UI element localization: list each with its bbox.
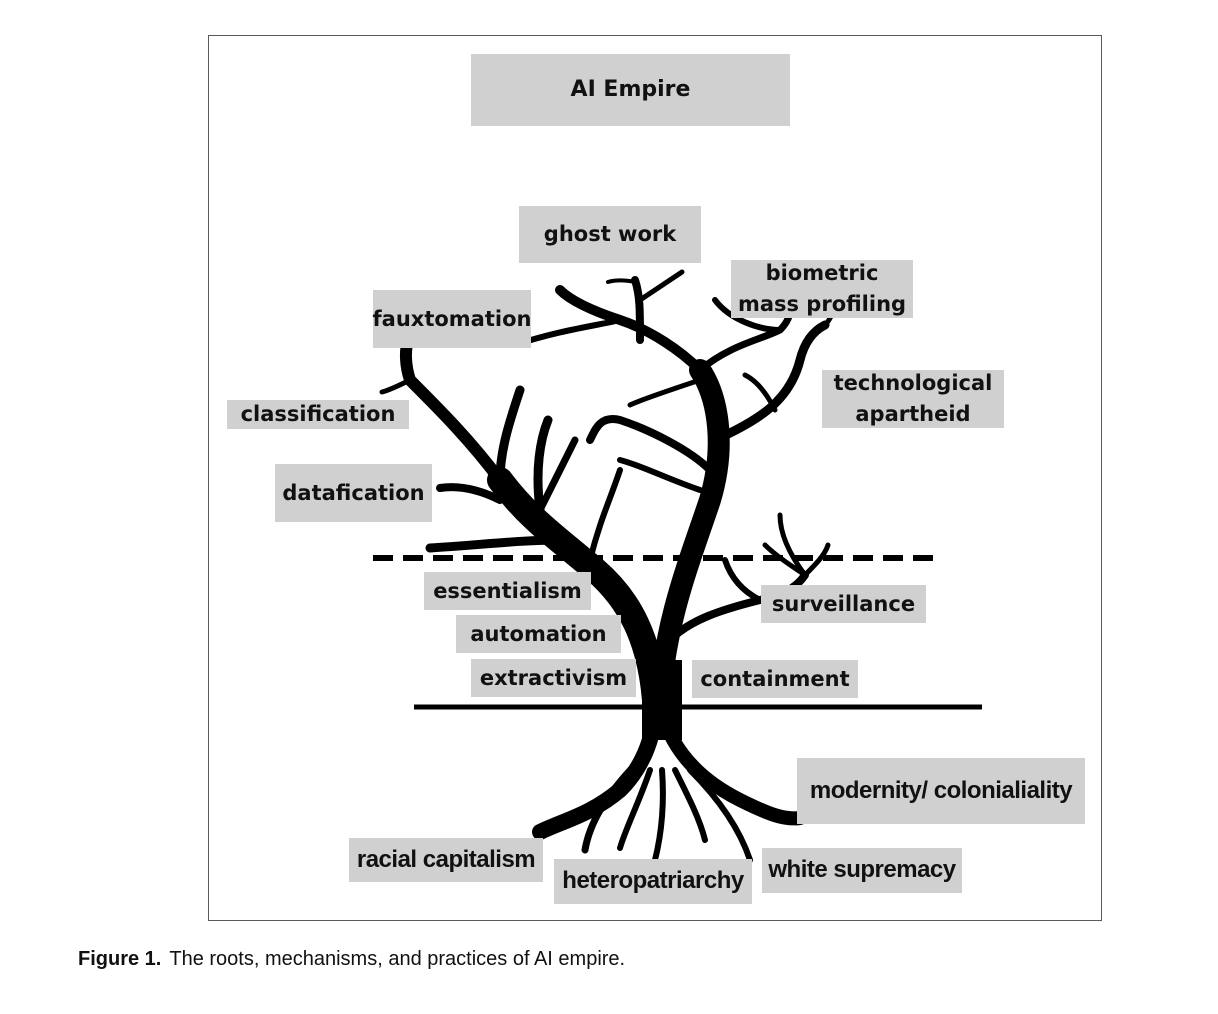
label-text: essentialism: [433, 578, 582, 603]
branch: [587, 467, 623, 563]
branch: [617, 457, 703, 493]
label-text: technological: [833, 370, 993, 395]
label-extractivism: extractivism: [471, 659, 636, 697]
branch: [379, 377, 413, 395]
branch: [742, 372, 778, 413]
label-modernity-coloniality: modernity/ colonialiality: [797, 758, 1085, 824]
label-text: extractivism: [479, 665, 628, 690]
caption-text: The roots, mechanisms, and practices of …: [169, 948, 626, 970]
label-ghost-work: ghost work: [519, 206, 701, 263]
branch: [495, 385, 525, 485]
label-text: modernity/ colonialiality: [809, 776, 1073, 804]
label-automation: automation: [456, 615, 621, 653]
branch: [436, 483, 504, 504]
label-text: datafication: [282, 480, 425, 505]
label-biometric-mass-profiling: biometric mass profiling: [731, 260, 913, 318]
tree-root: [652, 767, 666, 863]
branch: [606, 278, 637, 284]
trunk-base: [642, 660, 682, 740]
tree-trunk: [487, 467, 668, 713]
branch: [425, 535, 565, 553]
label-text: surveillance: [771, 591, 916, 616]
label-text: racial capitalism: [356, 845, 536, 873]
label-text: automation: [470, 621, 607, 646]
tree-root: [581, 756, 644, 854]
tree-root: [672, 767, 708, 843]
branch: [712, 297, 783, 333]
label-containment: containment: [692, 660, 858, 698]
branch: [536, 436, 579, 514]
label-text: containment: [700, 666, 850, 691]
label-text: apartheid: [855, 402, 971, 426]
label-heteropatriarchy: heteropatriarchy: [554, 859, 752, 904]
label-technological-apartheid: technological apartheid: [822, 370, 1004, 428]
branch: [802, 542, 831, 578]
branch: [399, 334, 506, 486]
branch: [722, 557, 763, 603]
label-white-supremacy: white supremacy: [762, 848, 962, 893]
label-text: classification: [240, 402, 396, 427]
tree-root: [687, 767, 753, 863]
figure-caption: Figure 1. The roots, mechanisms, and prac…: [78, 948, 625, 971]
branch: [533, 415, 553, 515]
label-text: white supremacy: [768, 856, 956, 884]
branch: [637, 269, 685, 303]
label-essentialism: essentialism: [424, 572, 591, 610]
label-text: ghost work: [543, 222, 677, 247]
title-text: AI Empire: [570, 77, 691, 103]
label-classification: classification: [227, 400, 409, 429]
label-text: fauxtomation: [372, 306, 532, 331]
branch: [762, 542, 808, 578]
label-racial-capitalism: racial capitalism: [349, 838, 543, 882]
label-datafication: datafication: [275, 464, 432, 522]
label-text: biometric: [765, 260, 879, 285]
branch: [586, 415, 714, 474]
tree-root: [617, 767, 653, 851]
label-fauxtomation: fauxtomation: [373, 290, 531, 348]
label-surveillance: surveillance: [761, 585, 926, 623]
tree-trunk-right: [649, 359, 730, 711]
branch: [710, 320, 830, 445]
label-text: mass profiling: [737, 292, 907, 316]
branch: [631, 276, 644, 344]
title-box: AI Empire: [471, 54, 790, 126]
branch: [627, 377, 703, 408]
label-text: heteropatriarchy: [562, 867, 744, 895]
caption-label: Figure 1.: [78, 948, 162, 970]
